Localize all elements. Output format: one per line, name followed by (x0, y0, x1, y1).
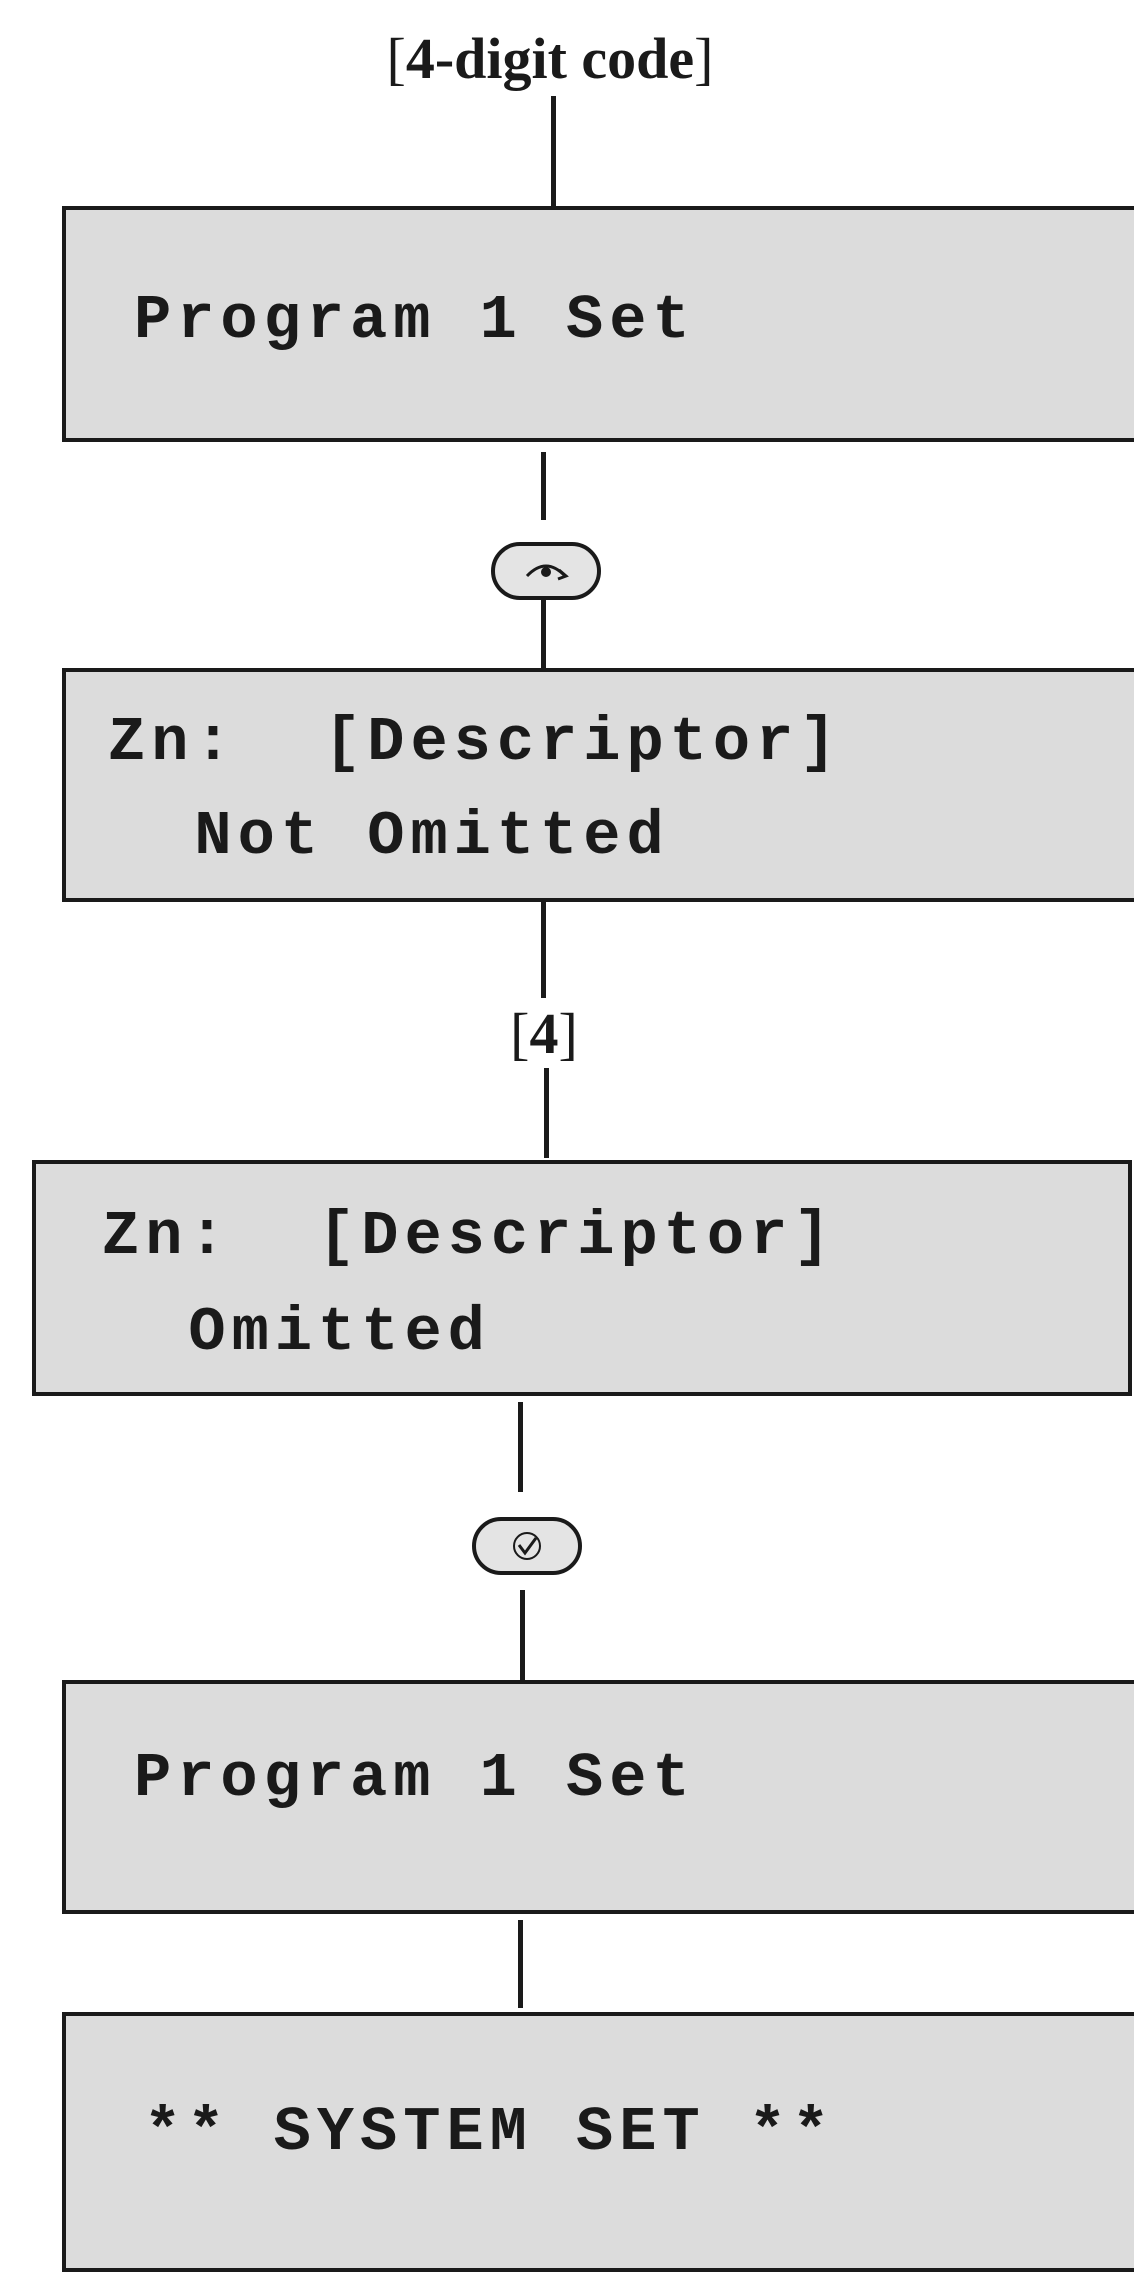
confirm-key-button[interactable] (472, 1517, 582, 1575)
checkmark-icon (513, 1532, 541, 1560)
connector-line (541, 900, 546, 998)
connector-line (544, 1068, 549, 1158)
lcd-line-2: Omitted (102, 1297, 491, 1368)
key-4-label: [4] (510, 1001, 578, 1066)
code-entry-label: [4-digit code] (386, 26, 714, 91)
lcd-screen-zone-not-omitted: Zn: [Descriptor] Not Omitted (62, 668, 1134, 902)
lcd-screen-program-set-2: Program 1 Set (62, 1680, 1134, 1914)
lcd-screen-system-set: ** SYSTEM SET ** (62, 2012, 1134, 2272)
connector-line (541, 452, 546, 520)
connector-line (541, 600, 546, 670)
view-key-button[interactable] (491, 542, 601, 600)
connector-line (518, 1402, 523, 1492)
lcd-line-1: ** SYSTEM SET ** (144, 2097, 836, 2168)
lcd-line-1: Program 1 Set (134, 1743, 696, 1814)
lcd-screen-zone-omitted: Zn: [Descriptor] Omitted (32, 1160, 1132, 1396)
lcd-line-2: Not Omitted (108, 801, 670, 872)
eye-arrow-icon (525, 564, 569, 581)
lcd-line-1: Zn: [Descriptor] (108, 707, 843, 778)
connector-line (520, 1590, 525, 1680)
connector-line (518, 1920, 523, 2008)
lcd-line-1: Zn: [Descriptor] (102, 1201, 837, 1272)
lcd-line-1: Program 1 Set (134, 285, 696, 356)
lcd-screen-program-set: Program 1 Set (62, 206, 1134, 442)
connector-line (551, 96, 556, 208)
